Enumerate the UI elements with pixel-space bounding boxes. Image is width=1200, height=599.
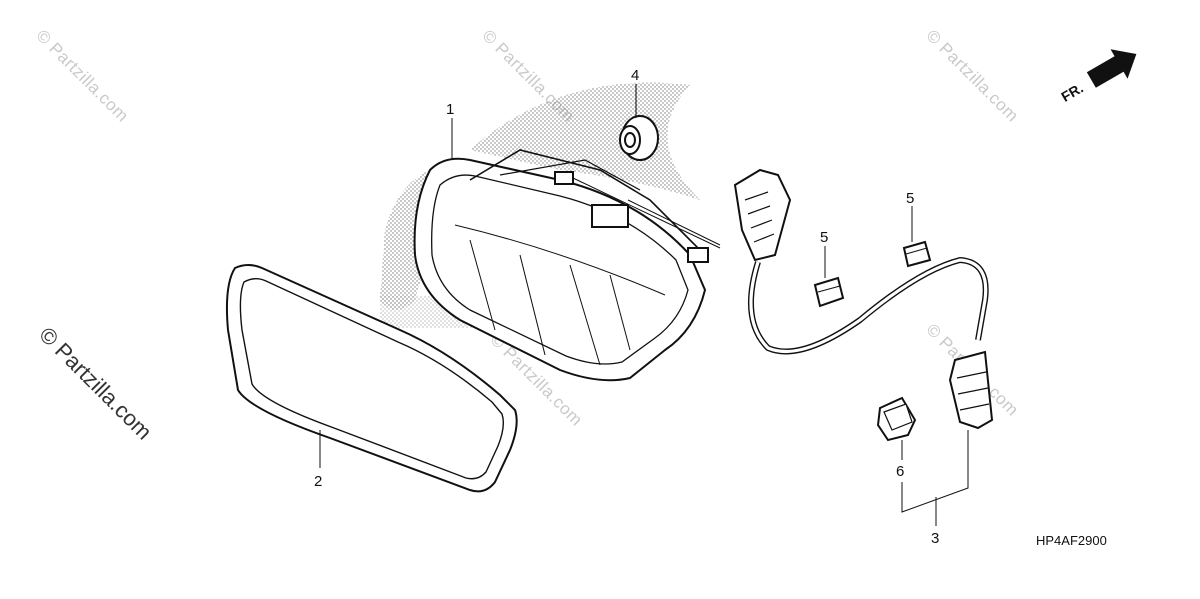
- front-direction-indicator: FR.: [1058, 49, 1137, 105]
- callout-5-right: 5: [906, 190, 914, 207]
- front-arrow-icon: [1086, 49, 1137, 88]
- taillight-assembly: [413, 149, 721, 382]
- wire-harness: [733, 168, 994, 430]
- callout-1: 1: [446, 101, 454, 118]
- socket-connector: [876, 396, 917, 442]
- callout-5-left: 5: [820, 229, 828, 246]
- front-label: FR.: [1058, 80, 1086, 105]
- callout-6: 6: [896, 463, 904, 480]
- rim-gasket: [225, 264, 518, 493]
- callout-3: 3: [931, 530, 939, 547]
- leader-lines: [319, 84, 969, 526]
- callout-4: 4: [631, 67, 639, 84]
- diagram-code: HP4AF2900: [1036, 533, 1107, 548]
- rubber-grommet: [619, 115, 659, 161]
- harness-clip-right: [902, 240, 932, 268]
- harness-clip-left: [813, 276, 845, 308]
- callout-2: 2: [314, 473, 322, 490]
